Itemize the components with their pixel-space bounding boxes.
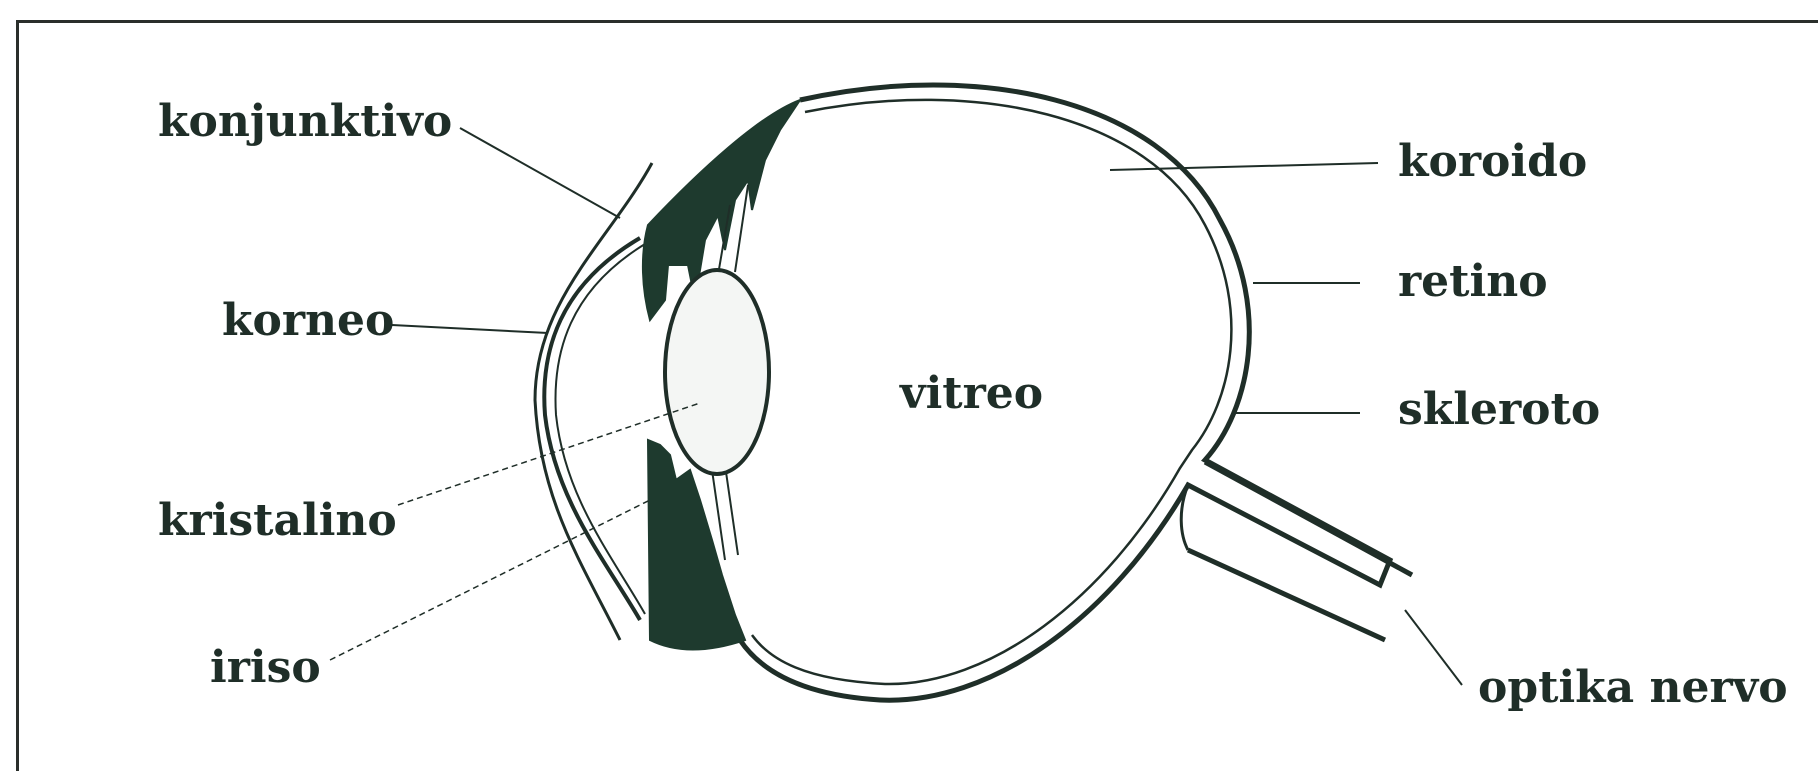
leader-choroid xyxy=(1110,163,1378,170)
label-retina: retino xyxy=(1398,256,1548,307)
label-conjunctiva: konjunktivo xyxy=(158,96,452,147)
lens xyxy=(665,270,769,474)
zonule-lower xyxy=(712,465,738,560)
label-cornea: korneo xyxy=(222,295,394,346)
leader-cornea xyxy=(392,325,548,333)
label-vitreous: vitreo xyxy=(899,368,1043,419)
label-lens: kristalino xyxy=(158,495,397,546)
leader-optic-nerve xyxy=(1405,610,1462,685)
label-sclera: skleroto xyxy=(1398,384,1600,435)
optic-nerve-upper xyxy=(1205,462,1412,575)
optic-nerve-lower xyxy=(1188,550,1385,640)
label-choroid: koroido xyxy=(1398,136,1587,187)
leader-conjunctiva xyxy=(460,128,620,218)
conjunctiva-curve xyxy=(535,163,652,640)
label-optic-nerve: optika nervo xyxy=(1478,662,1788,713)
label-iris: iriso xyxy=(210,642,321,693)
